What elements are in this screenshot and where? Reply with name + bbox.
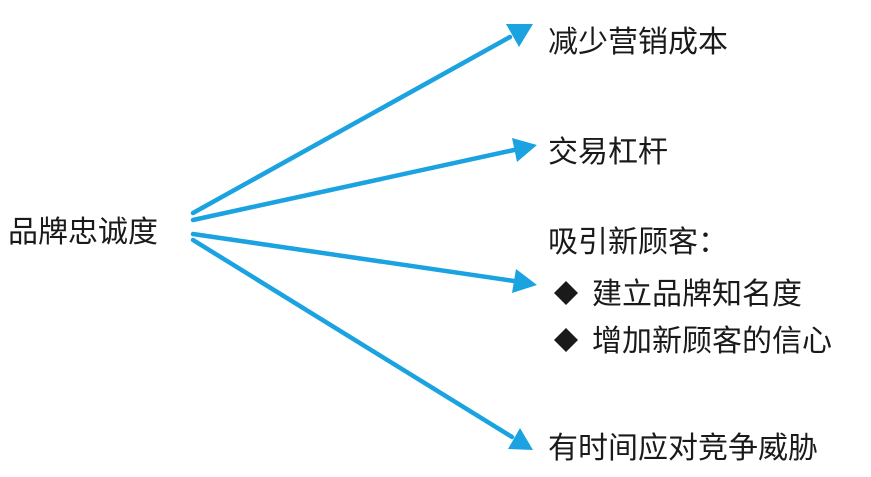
- target-reduce-marketing-cost: 减少营销成本: [548, 25, 728, 60]
- arrow-to-attract-new-customers: [190, 231, 537, 293]
- arrow-to-reduce-marketing-cost: [190, 24, 533, 216]
- bullet-increase-new-customer-confidence: 增加新顾客的信心: [592, 324, 832, 359]
- target-attract-new-customers: 吸引新顾客：: [548, 225, 728, 260]
- bullet-build-brand-awareness: 建立品牌知名度: [592, 277, 802, 312]
- arrow-to-trade-leverage: [190, 138, 537, 223]
- target-time-to-respond-to-competition: 有时间应对竞争威胁: [548, 431, 818, 466]
- diamond-bullet-icon: [554, 281, 578, 305]
- diamond-bullet-icon: [554, 328, 578, 352]
- arrow-to-time-to-respond: [190, 237, 533, 450]
- source-node-label: 品牌忠诚度: [8, 215, 158, 250]
- target-trade-leverage: 交易杠杆: [548, 135, 668, 170]
